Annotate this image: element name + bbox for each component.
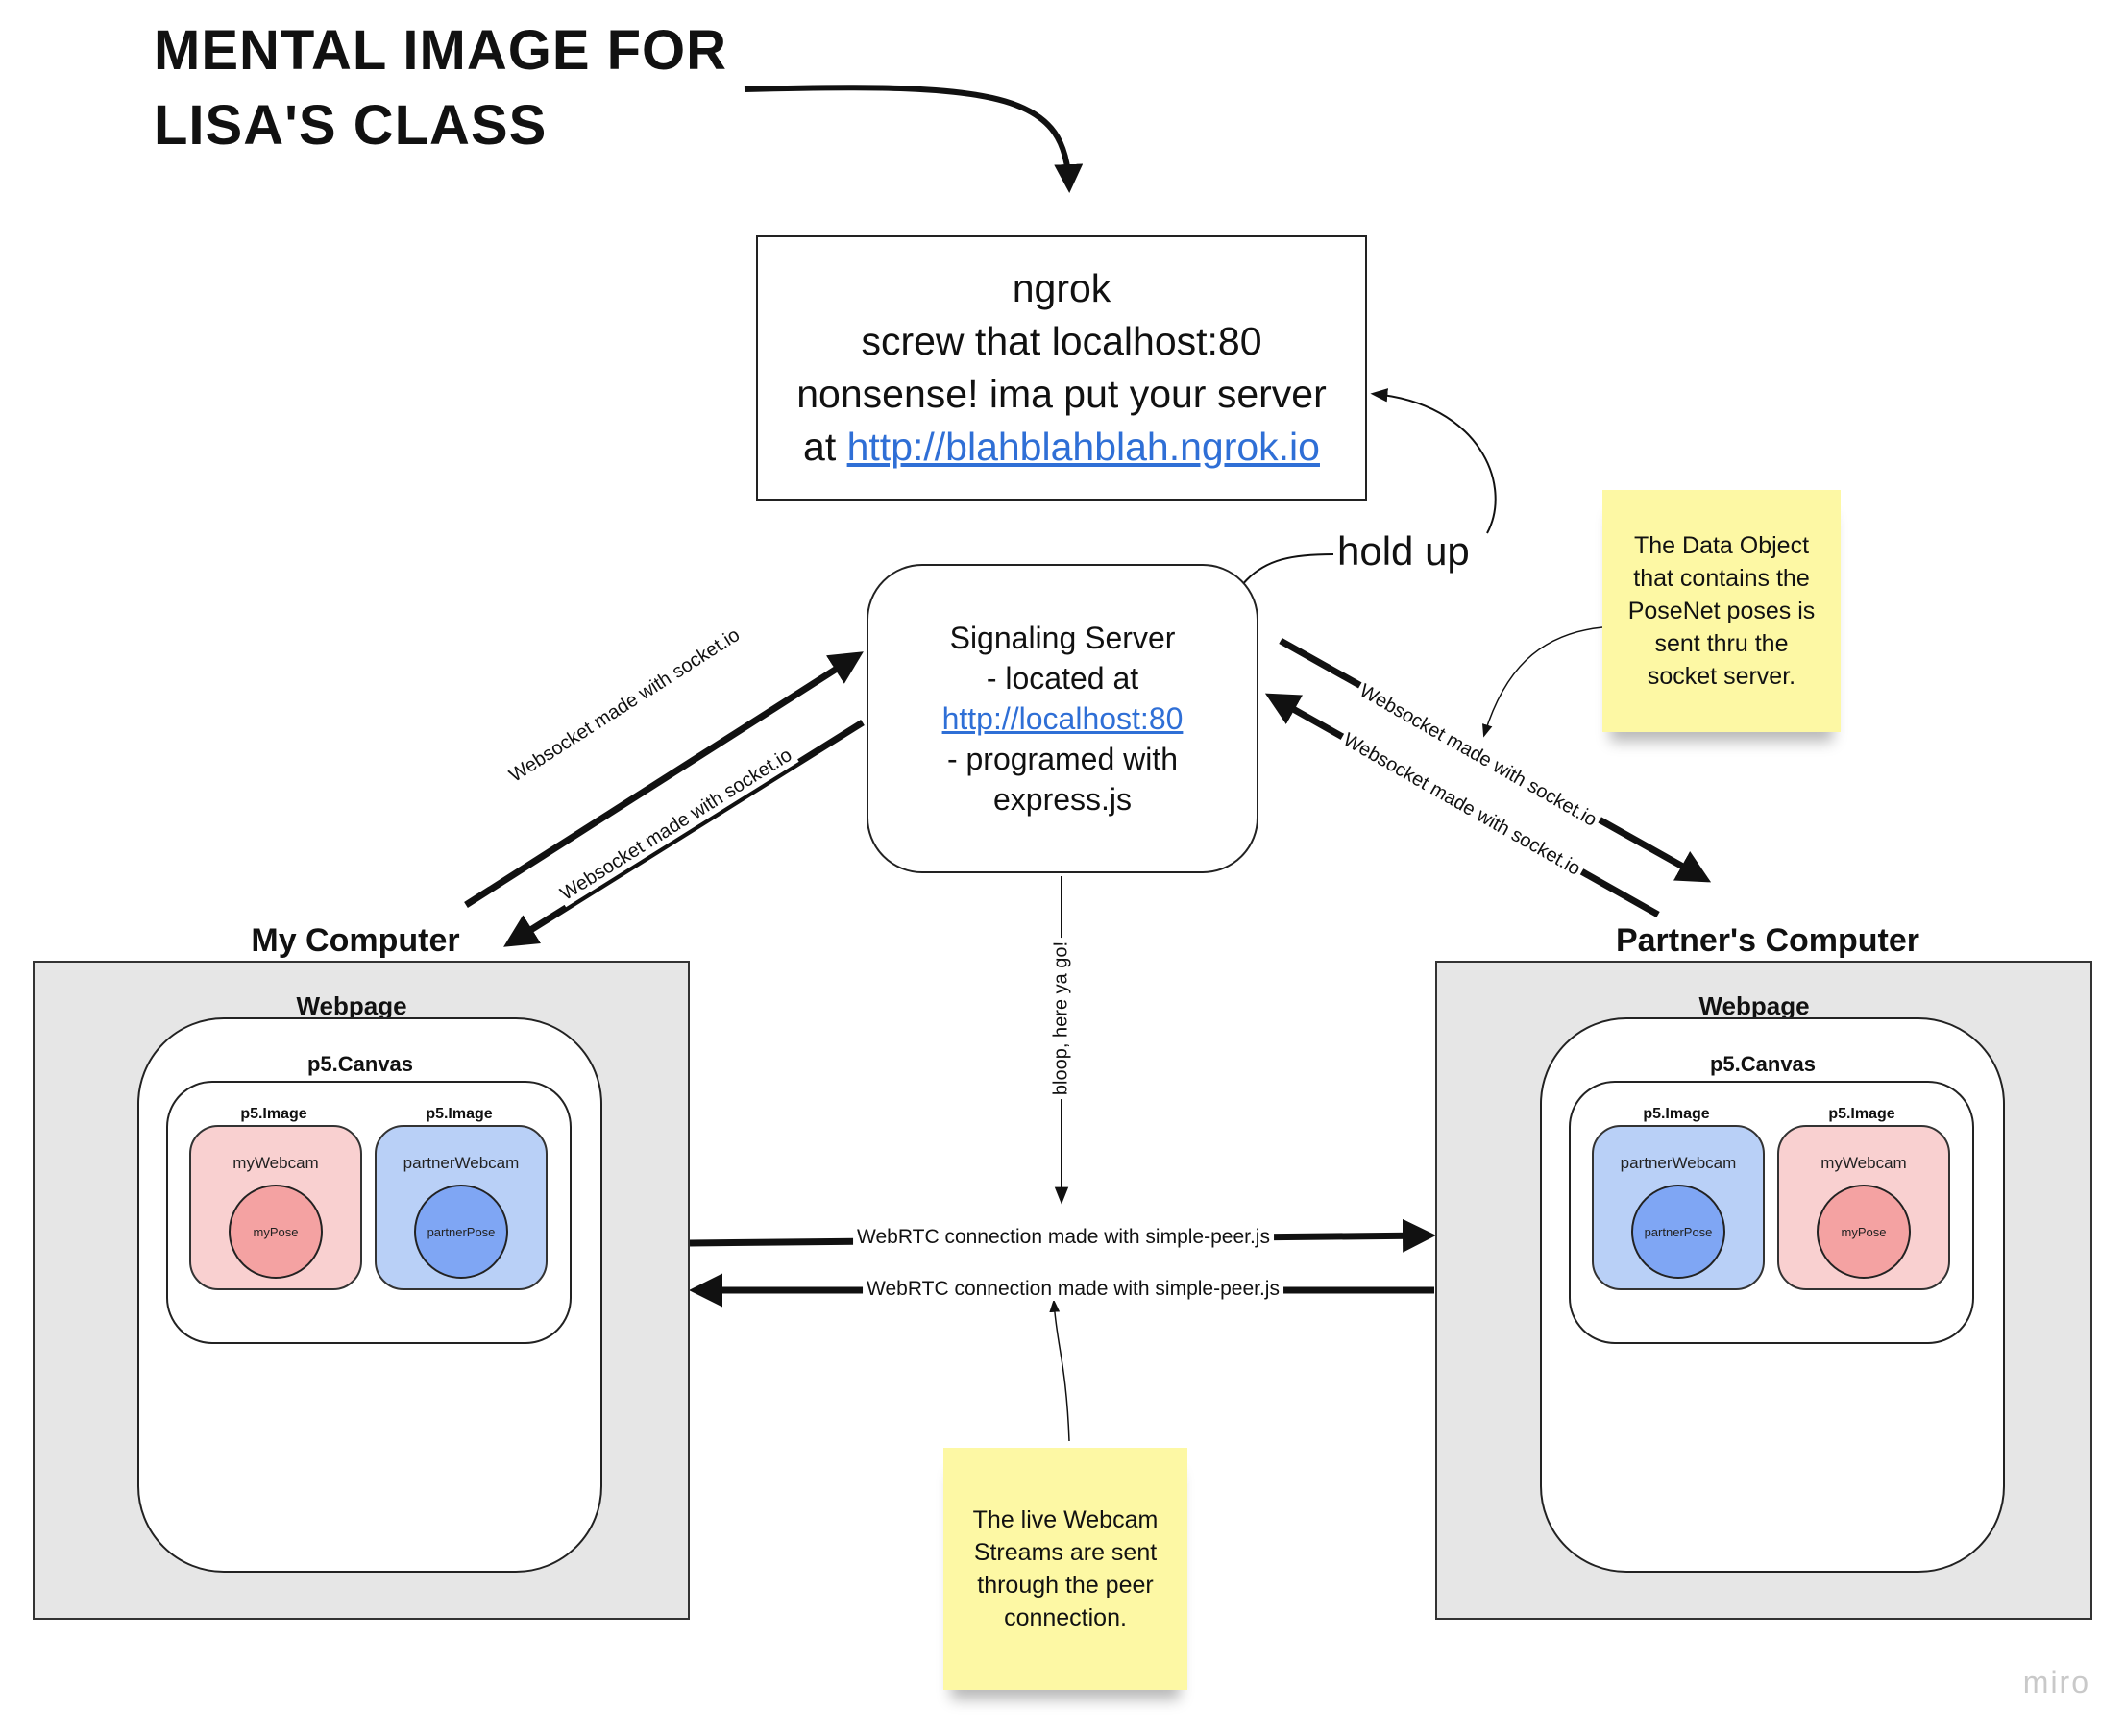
- partner-canvas-box: p5.Image partnerWebcam partnerPose p5.Im…: [1569, 1081, 1974, 1344]
- partner-image-2-pose-circle: myPose: [1817, 1185, 1911, 1279]
- miro-watermark: miro: [2022, 1665, 2090, 1699]
- my-canvas-label: p5.Canvas: [306, 1052, 414, 1076]
- my-computer-box: Webpage p5.Canvas p5.Image myWebcam myPo…: [33, 961, 690, 1620]
- hold-up-arrow: [1370, 388, 1497, 534]
- server-url-link[interactable]: http://localhost:80: [941, 701, 1184, 736]
- partner-image-1-pose-circle: partnerPose: [1631, 1185, 1725, 1279]
- webrtc-label-bottom: WebRTC connection made with simple-peer.…: [863, 1278, 1283, 1301]
- my-image-1-pose-circle: myPose: [229, 1185, 323, 1279]
- my-image-1-webcam-box: myWebcam myPose: [189, 1125, 362, 1290]
- webcam-streams-sticky-note: The live Webcam Streams are sent through…: [943, 1448, 1187, 1690]
- my-image-2-webcam-box: partnerWebcam partnerPose: [375, 1125, 548, 1290]
- webrtc-label-top: WebRTC connection made with simple-peer.…: [853, 1226, 1274, 1249]
- data-object-sticky-note: The Data Object that contains the PoseNe…: [1602, 490, 1841, 732]
- server-line-2: - located at: [986, 661, 1139, 696]
- signaling-server-box: Signaling Server - located at http://loc…: [867, 564, 1258, 873]
- partner-image-1-webcam-box: partnerWebcam partnerPose: [1592, 1125, 1765, 1290]
- my-image-2-pose-circle: partnerPose: [414, 1185, 508, 1279]
- my-image-2-webcam-label: partnerWebcam: [403, 1154, 520, 1172]
- partner-webpage-label: Webpage: [1698, 991, 1810, 1020]
- my-webpage-box: p5.Canvas p5.Image myWebcam myPose p5.Im…: [137, 1017, 602, 1573]
- diagram-title: MENTAL IMAGE FOR LISA'S CLASS: [154, 13, 727, 163]
- partner-webpage-box: p5.Canvas p5.Image partnerWebcam partner…: [1540, 1017, 2005, 1573]
- hold-up-label: hold up: [1337, 528, 1470, 574]
- my-image-1-label: p5.Image: [240, 1106, 307, 1122]
- partner-computer-box: Webpage p5.Canvas p5.Image partnerWebcam…: [1435, 961, 2092, 1620]
- ws-arrow-left-down: [503, 720, 865, 947]
- partner-canvas-label: p5.Canvas: [1709, 1052, 1817, 1076]
- partner-image-1-webcam-label: partnerWebcam: [1620, 1154, 1737, 1172]
- partner-image-2-webcam-label: myWebcam: [1820, 1154, 1907, 1172]
- my-canvas-box: p5.Image myWebcam myPose p5.Image partne…: [166, 1081, 572, 1344]
- server-title: Signaling Server: [949, 621, 1176, 655]
- ngrok-line-2: screw that localhost:80: [861, 319, 1262, 363]
- partner-computer-label: Partner's Computer: [1615, 922, 1920, 959]
- partner-image-2-webcam-box: myWebcam myPose: [1777, 1125, 1950, 1290]
- partner-image-1-label: p5.Image: [1643, 1106, 1710, 1122]
- bloop-label: bloop, here ya go!: [1050, 937, 1073, 1100]
- ngrok-url-link[interactable]: http://blahblahblah.ngrok.io: [846, 425, 1320, 469]
- ngrok-line-4: at http://blahblahblah.ngrok.io: [758, 421, 1365, 474]
- ws-arrow-left-up: [464, 651, 864, 908]
- data-object-note-pointer: [1482, 626, 1603, 738]
- my-image-2-label: p5.Image: [426, 1106, 493, 1122]
- ngrok-line-4-prefix: at: [803, 425, 847, 469]
- partner-image-2-label: p5.Image: [1828, 1106, 1895, 1122]
- my-image-1-webcam-label: myWebcam: [232, 1154, 319, 1172]
- title-line-2: LISA'S CLASS: [154, 94, 548, 157]
- my-webpage-label: Webpage: [296, 991, 407, 1020]
- server-line-5: express.js: [992, 782, 1133, 817]
- webcam-note-pointer: [1049, 1299, 1070, 1442]
- ngrok-box: ngrok screw that localhost:80 nonsense! …: [756, 235, 1367, 501]
- title-arrow: [744, 85, 1084, 193]
- ngrok-line-3: nonsense! ima put your server: [796, 372, 1327, 416]
- server-line-4: - programed with: [946, 742, 1179, 776]
- my-computer-label: My Computer: [251, 922, 460, 959]
- title-line-1: MENTAL IMAGE FOR: [154, 19, 728, 82]
- ngrok-title: ngrok: [1012, 266, 1111, 310]
